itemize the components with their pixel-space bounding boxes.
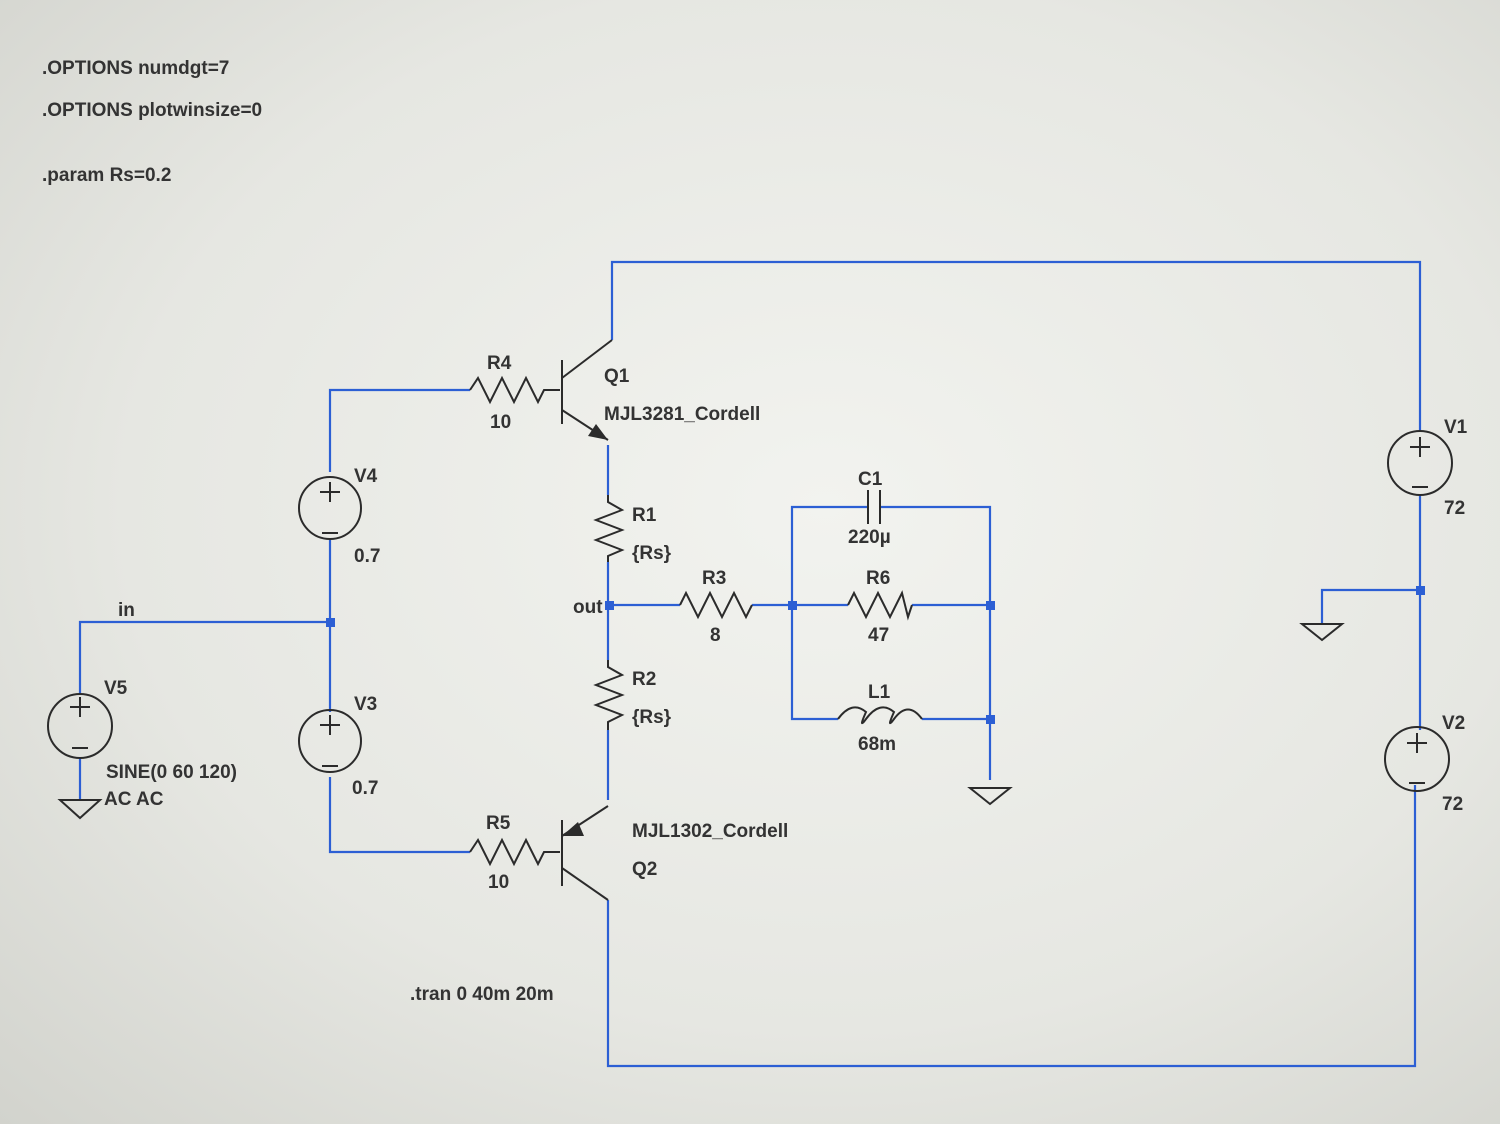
directive-param[interactable]: .param Rs=0.2 (42, 165, 171, 186)
v4-name-label: V4 (354, 466, 378, 487)
r4-resistor-symbol[interactable] (469, 375, 560, 405)
junction-r3-r6 (788, 601, 797, 610)
r3-value-label: 8 (710, 625, 721, 646)
r3-resistor-symbol[interactable] (679, 590, 753, 620)
c1-name-label: C1 (858, 469, 883, 490)
l1-name-label: L1 (868, 682, 891, 703)
ground-supply-symbol (1299, 623, 1345, 642)
q1-name-label: Q1 (604, 366, 630, 387)
v2-value-label: 72 (1442, 794, 1463, 815)
v1-name-label: V1 (1444, 417, 1468, 438)
r6-name-label: R6 (866, 568, 890, 589)
q2-name-label: Q2 (632, 859, 657, 880)
junctions (326, 586, 1425, 724)
junction-r6-right (986, 601, 995, 610)
wires (78, 260, 1422, 1068)
l1-inductor-symbol[interactable] (837, 706, 923, 725)
l1-value-label: 68m (858, 734, 896, 755)
r6-value-label: 47 (868, 625, 889, 646)
r1-resistor-symbol[interactable] (593, 495, 625, 562)
r4-value-label: 10 (490, 412, 511, 433)
wire-c1-left[interactable] (790, 505, 868, 605)
v5-value-label: SINE(0 60 120) (106, 762, 237, 783)
junction-l1-right (986, 715, 995, 724)
r1-name-label: R1 (632, 505, 657, 526)
v3-name-label: V3 (354, 694, 377, 715)
net-label-out: out (573, 597, 603, 618)
junction-supply-mid (1416, 586, 1425, 595)
net-label-in: in (118, 600, 135, 621)
wire-v3-to-r5[interactable] (328, 777, 470, 854)
r2-resistor-symbol[interactable] (593, 660, 625, 730)
junction-in (326, 618, 335, 627)
r3-name-label: R3 (702, 568, 726, 589)
v3-voltage-source[interactable] (298, 709, 362, 773)
directive-tran[interactable]: .tran 0 40m 20m (410, 984, 554, 1005)
wire-v4-to-r4[interactable] (328, 388, 470, 472)
q2-transistor-symbol[interactable] (561, 805, 609, 901)
v4-value-label: 0.7 (354, 546, 380, 567)
wire-l1-left[interactable] (790, 605, 838, 721)
v4-voltage-source[interactable] (298, 476, 362, 540)
q1-model-label: MJL3281_Cordell (604, 404, 760, 425)
q1-transistor-symbol[interactable] (561, 339, 613, 441)
r2-name-label: R2 (632, 669, 656, 690)
ground-v5-symbol (57, 799, 103, 820)
r6-resistor-symbol[interactable] (847, 590, 913, 621)
ground-load-symbol (967, 787, 1013, 806)
c1-capacitor-symbol[interactable] (867, 490, 881, 524)
wire-c1-right[interactable] (880, 505, 992, 780)
v2-voltage-source[interactable] (1384, 726, 1450, 792)
v5-ac-label: AC AC (104, 789, 164, 810)
r5-name-label: R5 (486, 813, 511, 834)
directive-numdgt[interactable]: .OPTIONS numdgt=7 (42, 58, 229, 79)
r5-value-label: 10 (488, 872, 509, 893)
v3-value-label: 0.7 (352, 778, 378, 799)
directive-plotwinsize[interactable]: .OPTIONS plotwinsize=0 (42, 100, 262, 121)
wire-top-rail[interactable] (610, 260, 1422, 430)
v5-voltage-source[interactable] (47, 693, 113, 759)
wire-in[interactable] (78, 620, 330, 693)
junction-out (605, 601, 614, 610)
v2-name-label: V2 (1442, 713, 1465, 734)
r1-value-label: {Rs} (632, 543, 672, 564)
v5-name-label: V5 (104, 678, 128, 699)
v1-value-label: 72 (1444, 498, 1465, 519)
r2-value-label: {Rs} (632, 707, 672, 728)
c1-value-label: 220µ (848, 527, 891, 548)
r4-name-label: R4 (487, 353, 512, 374)
v1-voltage-source[interactable] (1387, 430, 1453, 496)
wire-ground-supply[interactable] (1320, 588, 1420, 624)
r5-resistor-symbol[interactable] (469, 837, 560, 867)
wire-bottom-rail[interactable] (606, 785, 1417, 1068)
q2-model-label: MJL1302_Cordell (632, 821, 788, 842)
